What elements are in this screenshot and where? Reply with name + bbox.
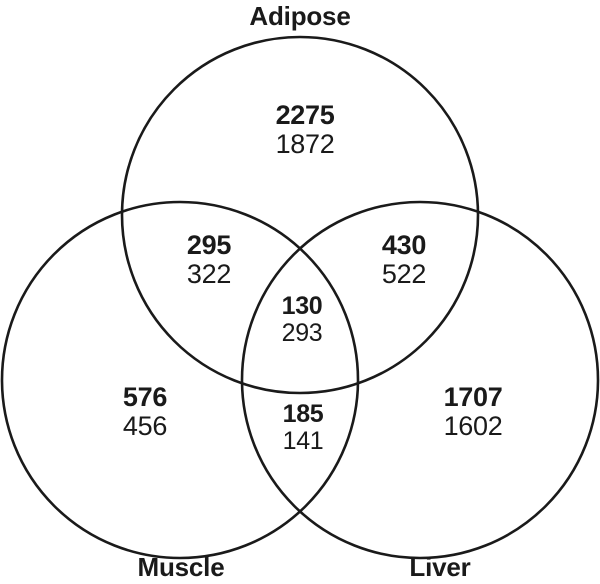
region-liver-only-bold: 1707 bbox=[443, 381, 503, 412]
region-muscle-only-bold: 576 bbox=[122, 381, 168, 412]
region-muscle-only-plain: 456 bbox=[122, 411, 168, 441]
set-label-adipose: Adipose bbox=[249, 1, 351, 31]
region-muscle-only: 576 456 bbox=[122, 381, 168, 441]
region-adipose-liver-bold: 430 bbox=[381, 229, 427, 260]
region-adipose-liver-plain: 522 bbox=[381, 259, 427, 289]
region-muscle-liver: 185 141 bbox=[283, 401, 324, 455]
region-muscle-liver-bold: 185 bbox=[282, 400, 324, 428]
region-adipose-only-bold: 2275 bbox=[275, 99, 335, 130]
region-adipose-liver: 430 522 bbox=[381, 229, 427, 289]
set-label-muscle: Muscle bbox=[137, 552, 225, 582]
region-liver-only-plain: 1602 bbox=[443, 411, 503, 441]
region-triple-bold: 130 bbox=[281, 292, 323, 320]
circle-liver bbox=[240, 200, 600, 560]
region-adipose-muscle: 295 322 bbox=[186, 229, 232, 289]
region-liver-only: 1707 1602 bbox=[443, 381, 503, 441]
region-adipose-only-plain: 1872 bbox=[275, 129, 335, 159]
set-label-liver: Liver bbox=[409, 552, 471, 582]
region-adipose-muscle-liver: 130 293 bbox=[282, 293, 323, 347]
region-muscle-liver-plain: 141 bbox=[282, 427, 324, 455]
region-adipose-only: 2275 1872 bbox=[275, 99, 335, 159]
circle-adipose bbox=[120, 35, 480, 395]
region-adipose-muscle-bold: 295 bbox=[186, 229, 232, 260]
circle-muscle bbox=[0, 200, 360, 560]
region-adipose-muscle-plain: 322 bbox=[186, 259, 232, 289]
region-triple-plain: 293 bbox=[281, 319, 323, 347]
